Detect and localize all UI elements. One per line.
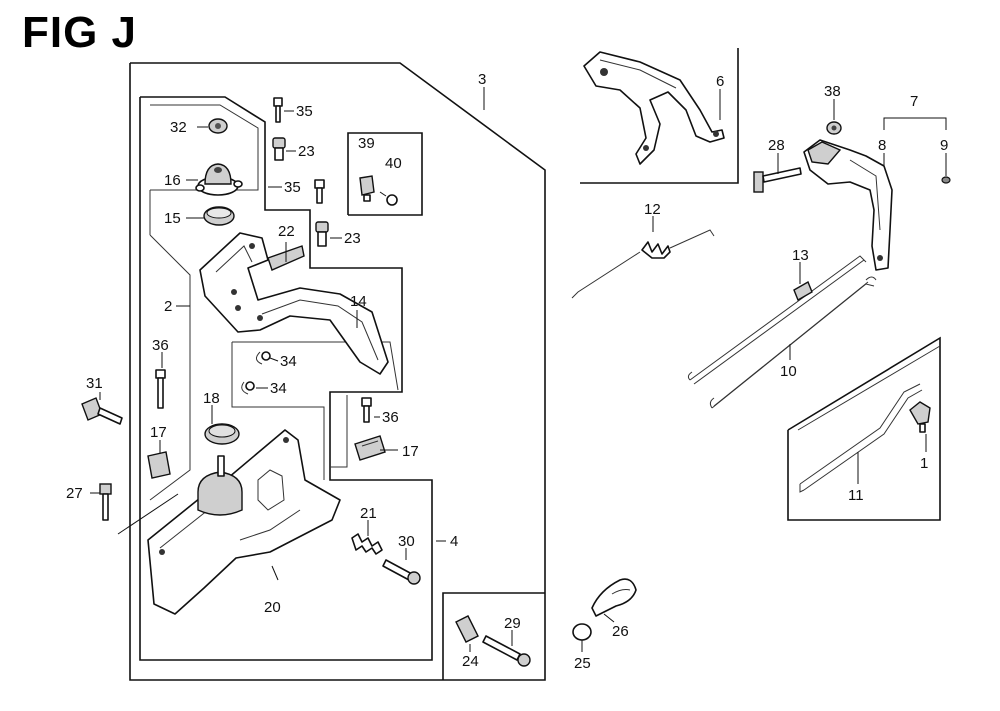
part-30-bolt — [382, 559, 421, 585]
callout-27: 27 — [66, 485, 83, 502]
part-36-bolt-left — [155, 369, 166, 409]
sub-frame-39-40 — [347, 132, 423, 216]
part-17-clip-right — [354, 435, 386, 461]
part-13-spring — [793, 280, 813, 302]
part-18-washer — [204, 423, 240, 445]
part-1-clip — [909, 401, 931, 433]
callout-9: 9 — [940, 137, 948, 154]
callout-12: 12 — [644, 201, 661, 218]
callout-24: 24 — [462, 653, 479, 670]
callout-20: 20 — [264, 599, 281, 616]
callout-30: 30 — [398, 533, 415, 550]
callout-6: 6 — [716, 73, 724, 90]
sub-frame-17 — [330, 395, 348, 468]
callout-36-left: 36 — [152, 337, 169, 354]
callout-23-low: 23 — [344, 230, 361, 247]
part-29-bolt — [482, 635, 531, 667]
callouts: 32 35 23 16 35 15 22 23 39 40 3 2 14 34 … — [66, 71, 948, 672]
part-20-base-plate — [147, 429, 341, 615]
part-control-lever-bracket — [199, 232, 389, 375]
callout-11: 11 — [848, 487, 864, 504]
callout-40: 40 — [385, 155, 402, 172]
callout-28: 28 — [768, 137, 785, 154]
callout-31: 31 — [86, 375, 103, 392]
callout-2: 2 — [164, 298, 172, 315]
callout-17-left: 17 — [150, 424, 167, 441]
assembly-frame-3 — [129, 62, 546, 681]
part-35-bolt-mid — [314, 179, 325, 204]
part-10-cable — [687, 255, 877, 409]
part-34-clip-lower — [241, 381, 255, 395]
callout-34-lower: 34 — [270, 380, 287, 397]
leader-lines — [90, 87, 947, 652]
part-16-mount — [195, 163, 243, 196]
callout-29: 29 — [504, 615, 521, 632]
callout-3: 3 — [478, 71, 486, 88]
part-31-bolt — [81, 397, 123, 425]
sub-frame-6 — [580, 48, 739, 184]
part-15-rubber — [203, 206, 235, 226]
callout-21: 21 — [360, 505, 377, 522]
callout-14: 14 — [350, 293, 367, 310]
part-12-spring — [571, 229, 715, 299]
part-38-nut — [826, 121, 842, 135]
sub-frame-24-29 — [442, 592, 545, 680]
part-32-nut — [208, 118, 228, 134]
callout-39: 39 — [358, 135, 375, 152]
part-39-grommet — [359, 175, 375, 202]
callout-10: 10 — [780, 363, 797, 380]
part-17-clip-left — [147, 451, 171, 479]
callout-26: 26 — [612, 623, 629, 640]
part-9-pin — [941, 176, 951, 184]
part-23-collar-low — [315, 221, 329, 247]
part-7-bracket — [883, 117, 947, 130]
part-11-rod — [799, 383, 923, 493]
callout-38: 38 — [824, 83, 841, 100]
callout-4: 4 — [450, 533, 458, 550]
part-36-bolt-right — [361, 397, 372, 423]
callout-16: 16 — [164, 172, 181, 189]
part-28-bolt — [753, 167, 802, 193]
part-35-bolt-top — [273, 97, 283, 123]
callout-34-upper: 34 — [280, 353, 297, 370]
callout-35-mid: 35 — [284, 179, 301, 196]
callout-23-top: 23 — [298, 143, 315, 160]
part-40-screw — [379, 191, 398, 206]
callout-22: 22 — [278, 223, 295, 240]
part-21-spring — [351, 533, 383, 555]
callout-15: 15 — [164, 210, 181, 227]
callout-35-top: 35 — [296, 103, 313, 120]
callout-8: 8 — [878, 137, 886, 154]
callout-17-right: 17 — [402, 443, 419, 460]
callout-18: 18 — [203, 390, 220, 407]
figure-title: FIG J — [22, 8, 138, 57]
part-24-collar — [455, 615, 479, 643]
part-27-bolt — [99, 483, 112, 521]
callout-1: 1 — [920, 455, 928, 472]
part-6-lever — [583, 51, 725, 165]
part-34-clip-upper — [256, 351, 271, 365]
callout-25: 25 — [574, 655, 591, 672]
part-26-knob — [591, 578, 637, 617]
callout-36-right: 36 — [382, 409, 399, 426]
part-8-lever — [803, 139, 893, 271]
part-25-cap — [572, 623, 592, 641]
sub-frame-1-11 — [787, 336, 941, 521]
callout-7: 7 — [910, 93, 918, 110]
callout-32: 32 — [170, 119, 187, 136]
callout-13: 13 — [792, 247, 809, 264]
part-23-collar-top — [272, 137, 286, 161]
